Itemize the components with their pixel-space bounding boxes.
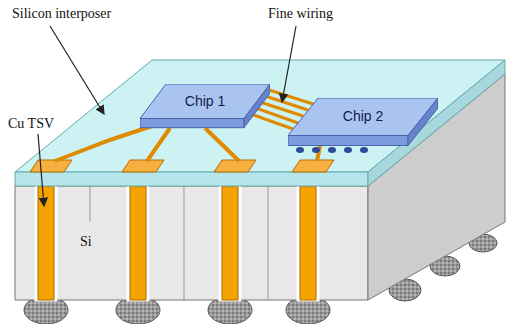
chip-face xyxy=(288,136,408,146)
chip-label: Chip 1 xyxy=(185,94,225,109)
chip-die: Chip 1 xyxy=(140,84,270,130)
chip-face xyxy=(244,84,270,128)
chip-face xyxy=(408,98,438,146)
part-label: Silicon interposer xyxy=(12,6,111,21)
chip-label: Chip 2 xyxy=(343,109,383,124)
chip-face xyxy=(140,119,244,128)
chip-die: Chip 2 xyxy=(288,98,438,148)
part-label: Fine wiring xyxy=(268,6,333,21)
part-label: Cu TSV xyxy=(8,116,54,131)
part-label: Si xyxy=(80,234,92,249)
